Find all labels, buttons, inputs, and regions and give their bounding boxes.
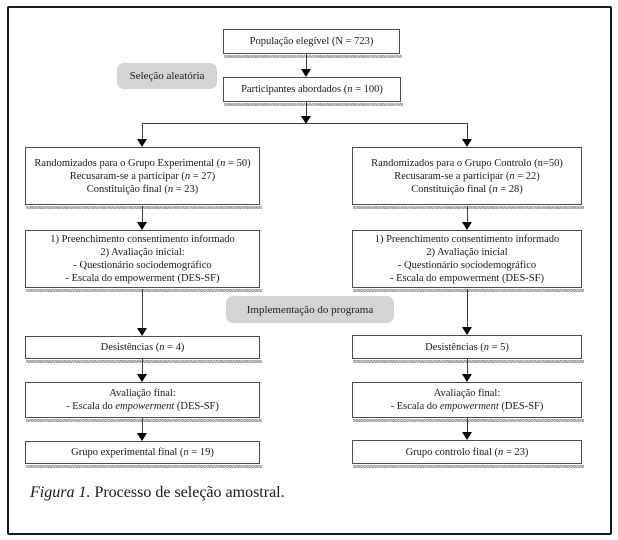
- figure-caption: Figura 1. Processo de seleção amostral.: [30, 484, 285, 502]
- arrow-rand-to-consent-experimental: [137, 206, 148, 230]
- arrow-eligible-to-approached: [301, 54, 312, 77]
- figure-caption-number: Figura 1.: [30, 484, 91, 501]
- arrow-rand-to-consent-controlo: [462, 206, 473, 230]
- arrow-avaliacao-to-final-controlo: [462, 418, 473, 440]
- box-participantes-abordados: Participantes abordados (n = 100): [223, 77, 403, 106]
- arrow-branch-to-experimental: [137, 123, 148, 147]
- box-desistencias-controlo: Desistências (n = 5): [352, 335, 584, 363]
- box-consentimento-experimental: 1) Preenchimento consentimento informado…: [25, 230, 262, 292]
- arrow-desistencias-to-avaliacao-experimental: [137, 359, 148, 382]
- box-avaliacao-final-controlo: Avaliação final:- Escala do empowerment …: [352, 382, 584, 422]
- label-selecao-aleatoria: Seleção aleatória: [117, 63, 217, 89]
- arrow-avaliacao-to-final-experimental: [137, 418, 148, 441]
- arrow-consent-to-desistencias-experimental: [137, 289, 148, 336]
- arrow-consent-to-desistencias-controlo: [462, 289, 473, 335]
- box-grupo-controlo-final: Grupo controlo final (n = 23): [352, 440, 584, 468]
- box-consentimento-controlo: 1) Preenchimento consentimento informado…: [352, 230, 584, 292]
- figure-frame: [7, 6, 612, 535]
- arrow-desistencias-to-avaliacao-controlo: [462, 359, 473, 382]
- figure-caption-text: Processo de seleção amostral.: [90, 484, 285, 501]
- branch-horizontal-line: [142, 123, 468, 124]
- arrow-branch-to-controlo: [462, 123, 473, 147]
- box-desistencias-experimental: Desistências (n = 4): [25, 336, 262, 363]
- box-avaliacao-final-experimental: Avaliação final:- Escala do empowerment …: [25, 382, 262, 422]
- box-randomizados-controlo: Randomizados para o Grupo Controlo (n=50…: [352, 147, 584, 209]
- label-implementacao-programa: Implementação do programa: [226, 296, 394, 323]
- box-populacao-elegivel: População elegível (N = 723): [223, 29, 402, 58]
- box-grupo-experimental-final: Grupo experimental final (n = 19): [25, 441, 262, 468]
- arrow-approached-to-branch: [301, 102, 312, 124]
- box-randomizados-experimental: Randomizados para o Grupo Experimental (…: [25, 147, 262, 209]
